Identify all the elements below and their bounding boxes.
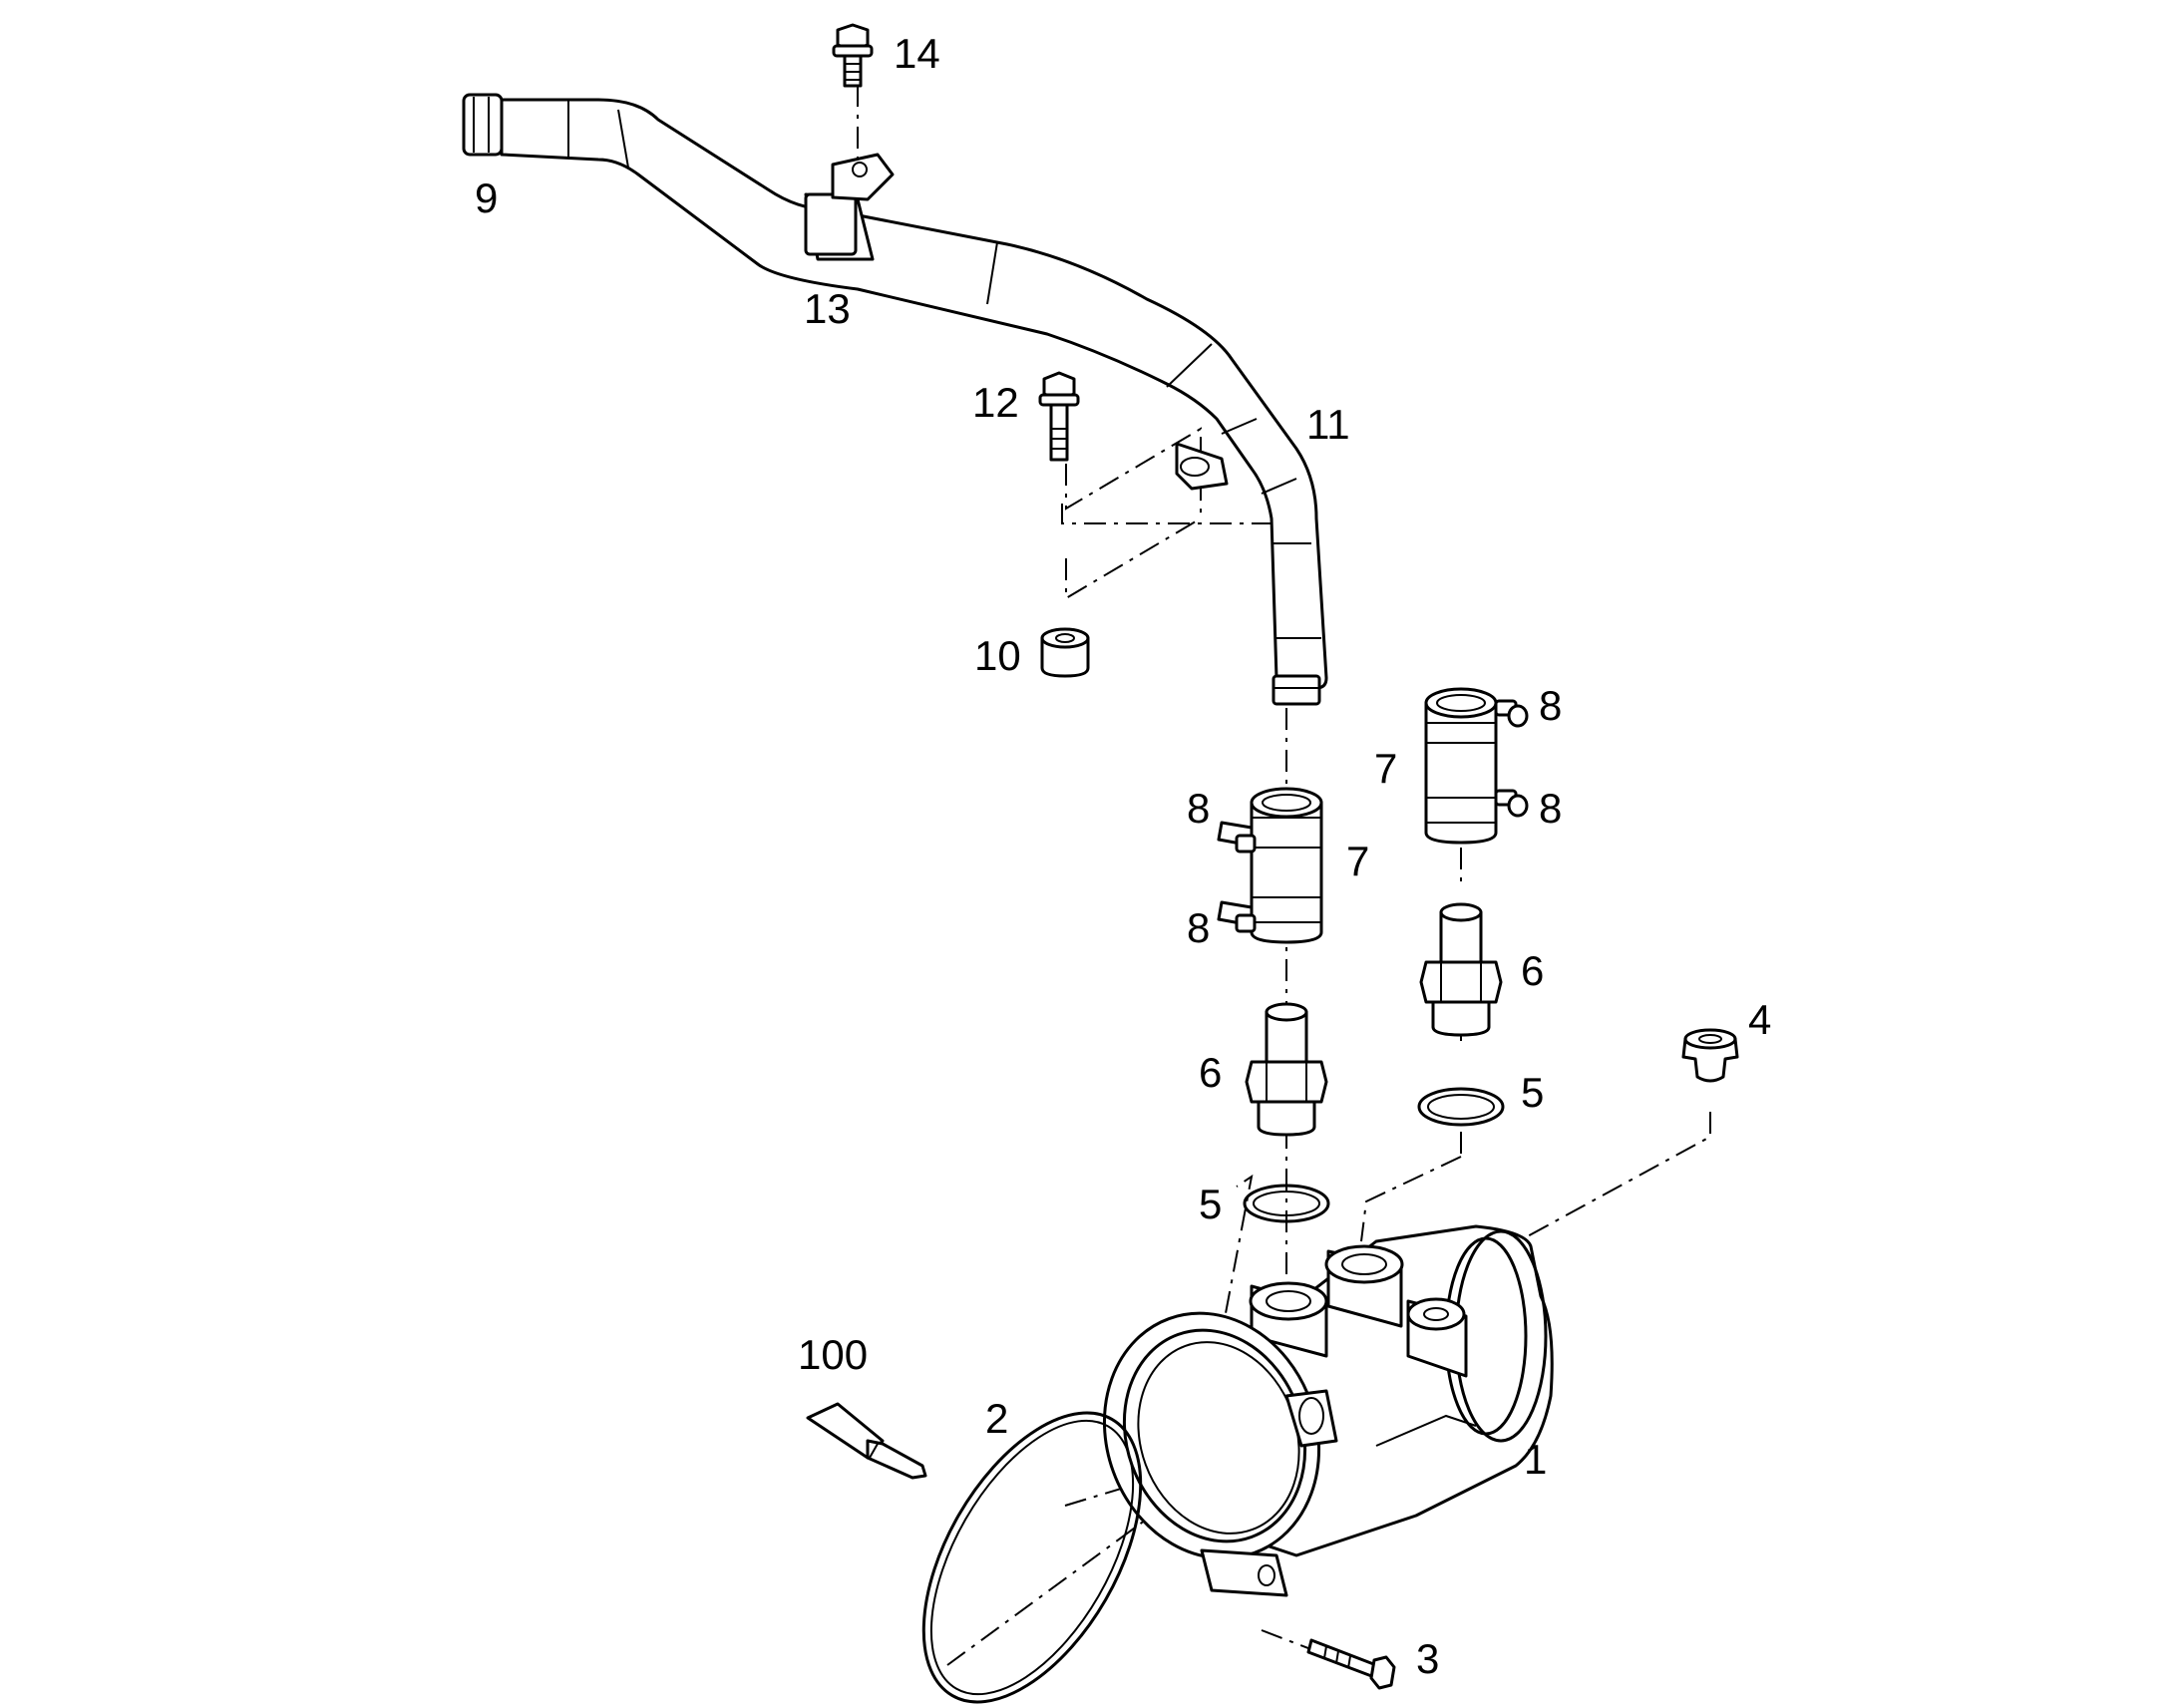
sealant-tube-100 [806, 1402, 927, 1480]
callout-13: 13 [804, 285, 851, 332]
callout-5-lower: 5 [1199, 1181, 1222, 1227]
callout-8-left-bottom: 8 [1187, 904, 1210, 951]
callout-3: 3 [1416, 1635, 1439, 1682]
bolt-3 [1306, 1638, 1396, 1690]
nipple-6-right [1419, 902, 1503, 1037]
bolt-14 [832, 23, 874, 88]
bolt-12 [1038, 371, 1080, 462]
callout-8-right-top: 8 [1539, 682, 1562, 729]
callout-1: 1 [1524, 1436, 1547, 1483]
callout-8-right-bottom: 8 [1539, 785, 1562, 832]
seal-rings-5 [1243, 1087, 1505, 1223]
callout-9: 9 [475, 174, 498, 221]
callout-12: 12 [972, 379, 1019, 426]
callout-5-upper: 5 [1521, 1069, 1544, 1116]
hose-connector-7-right [1424, 687, 1529, 845]
callout-100: 100 [798, 1331, 868, 1378]
callout-labels: 1 2 3 4 5 5 6 6 7 7 8 8 8 8 9 10 11 12 1… [475, 30, 1771, 1682]
callout-6-right: 6 [1521, 947, 1544, 994]
nipple-6-left [1245, 1002, 1328, 1137]
callout-8-left-top: 8 [1187, 785, 1210, 832]
callout-6-left: 6 [1199, 1049, 1222, 1096]
callout-2: 2 [985, 1395, 1008, 1442]
coolant-pipe [462, 93, 1328, 706]
callout-14: 14 [894, 30, 940, 77]
plug-4 [1681, 1028, 1739, 1083]
o-ring-2 [921, 1411, 1143, 1704]
hose-connector-7-left [1217, 787, 1323, 944]
callout-4: 4 [1748, 996, 1771, 1043]
callout-11: 11 [1306, 401, 1350, 448]
callout-10: 10 [974, 632, 1021, 679]
spacer-10 [1040, 627, 1090, 678]
housing-1 [1102, 1224, 1554, 1597]
callout-7-right: 7 [1374, 745, 1397, 792]
callout-7-left: 7 [1346, 838, 1369, 884]
